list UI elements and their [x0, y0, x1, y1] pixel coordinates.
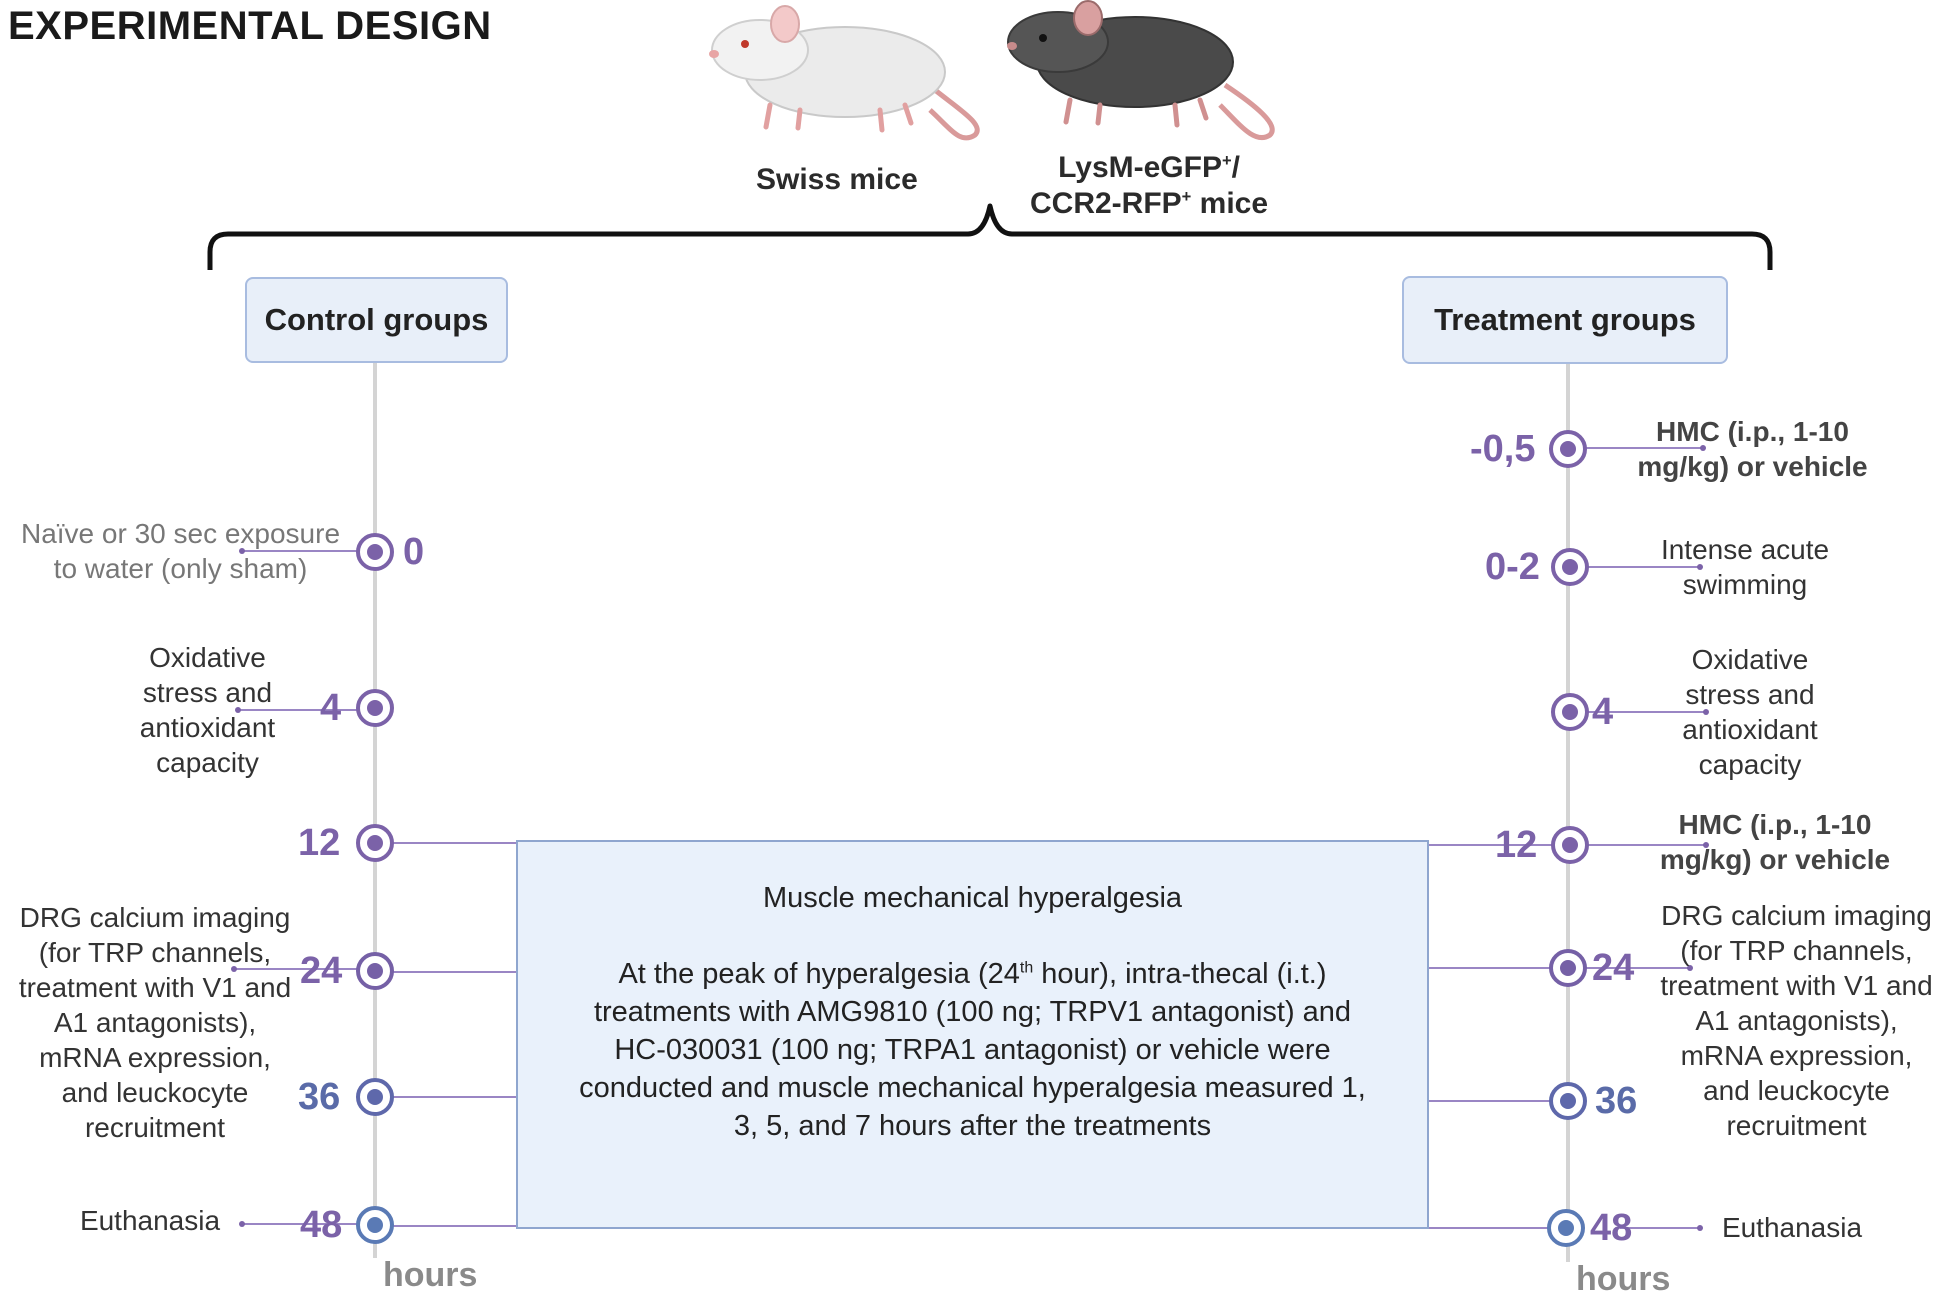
- control-annotation-48: Euthanasia: [79, 1205, 221, 1236]
- control-annotation-24: DRG calcium imaging(for TRP channels, tr…: [18, 902, 292, 1143]
- control-marker-48: [356, 1206, 394, 1244]
- control-time-48: 48: [300, 1204, 343, 1246]
- treatment-time-0-2: 0-2: [1485, 546, 1540, 588]
- swiss-mouse-illustration: [709, 5, 980, 141]
- control-marker-24: [356, 952, 394, 990]
- treatment-time-4: 4: [1592, 691, 1614, 733]
- hyperalgesia-box: Muscle mechanical hyperalgesia At the pe…: [516, 840, 1429, 1229]
- control-time-4: 4: [320, 687, 342, 729]
- treatment-annotation-connectors: [1580, 447, 1706, 1229]
- treatment-annotation-24: DRG calcium imaging(for TRP channels, tr…: [1660, 900, 1933, 1141]
- lysm-mice-label: LysM-eGFP+/ CCR2-RFP+ mice: [1030, 151, 1269, 220]
- control-time-24: 24: [300, 950, 343, 992]
- hyperalgesia-description: At the peak of hyperalgesia (24th hour),…: [579, 958, 1366, 1142]
- treatment-annotation-48: Euthanasia: [1721, 1212, 1863, 1243]
- control-marker-12: [356, 824, 394, 862]
- control-time-12: 12: [298, 822, 341, 864]
- treatment-marker-36: [1549, 1082, 1587, 1120]
- control-groups-header: Control groups: [245, 277, 508, 363]
- control-timepoint-markers: [356, 533, 394, 1244]
- treatment-groups-header: Treatment groups: [1402, 276, 1728, 364]
- control-marker-4: [356, 689, 394, 727]
- treatment-hours-label: hours: [1576, 1260, 1671, 1298]
- treatment-marker-24: [1549, 949, 1587, 987]
- treatment-time-minus-0-5: -0,5: [1470, 428, 1536, 470]
- page-title: EXPERIMENTAL DESIGN: [8, 4, 492, 48]
- treatment-marker-0-2: [1551, 548, 1589, 586]
- group-brace: [207, 203, 1773, 270]
- control-time-36: 36: [298, 1076, 341, 1118]
- treatment-time-36: 36: [1595, 1080, 1638, 1122]
- treatment-time-12: 12: [1495, 824, 1538, 866]
- hyperalgesia-heading: Muscle mechanical hyperalgesia: [762, 882, 1183, 914]
- swiss-mice-label: Swiss mice: [756, 163, 918, 196]
- control-annotation-connectors: [234, 550, 362, 1225]
- treatment-marker-48: [1547, 1209, 1585, 1247]
- treatment-marker-4: [1551, 693, 1589, 731]
- treatment-time-48: 48: [1590, 1207, 1633, 1249]
- treatment-marker-minus-0-5: [1549, 430, 1587, 468]
- control-time-0: 0: [403, 531, 425, 573]
- control-marker-0: [356, 533, 394, 571]
- treatment-timepoint-markers: [1547, 430, 1589, 1247]
- control-marker-36: [356, 1078, 394, 1116]
- lysm-mouse-illustration: [1007, 0, 1275, 141]
- treatment-time-24: 24: [1592, 947, 1635, 989]
- treatment-marker-12: [1551, 826, 1589, 864]
- box-connectors: [389, 842, 1554, 1229]
- control-hours-label: hours: [383, 1256, 478, 1294]
